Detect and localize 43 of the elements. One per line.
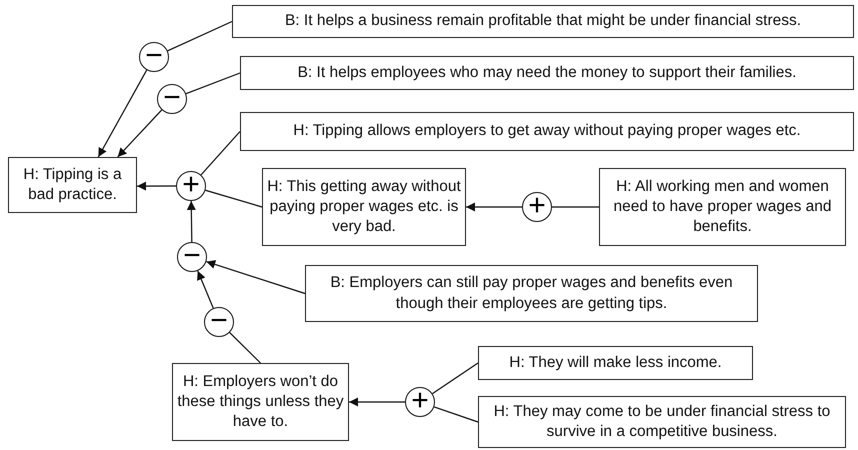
claim-text: H: Tipping allows employers to get away without paying proper wages etc.: [293, 121, 801, 142]
arrow: [466, 202, 522, 212]
arrow: [349, 398, 405, 406]
claim-text: H: This getting away without paying proper wages etc. is very bad.: [267, 176, 461, 238]
claim-box: [240, 56, 854, 90]
sign-symbol: +: [528, 190, 546, 220]
connector-line: [167, 20, 232, 52]
arrow: [98, 70, 148, 158]
connector-line: [200, 131, 240, 176]
arrow: [117, 110, 162, 158]
connector-line: [205, 190, 262, 208]
claim-box: [478, 346, 753, 380]
claim-text: B: It helps a business remain profitable that might be under financial stress.: [284, 11, 802, 32]
claim-box: [305, 265, 758, 322]
connector-line: [186, 72, 240, 94]
claim-box: [478, 396, 846, 448]
claim-text: H: Employers won’t do these things unless they have to.: [177, 372, 344, 432]
claim-box: [172, 363, 349, 441]
sign-symbol: −: [210, 306, 228, 336]
claim-text: H: All working men and women need to have proper wages and benefits.: [612, 176, 833, 238]
claim-text: H: Tipping is a bad practice.: [22, 164, 123, 205]
connector-line: [434, 406, 478, 423]
arrow: [197, 270, 214, 308]
sign-symbol: −: [183, 240, 201, 270]
arrow: [206, 260, 306, 294]
claim-box: [8, 157, 137, 213]
sign-symbol: −: [145, 40, 163, 70]
claim-box: [262, 168, 466, 246]
claim-text: B: Employers can still pay proper wages and benefits even though their employees are getting tips.: [329, 273, 734, 314]
sign-symbol: +: [182, 170, 200, 200]
arrow: [186, 201, 196, 242]
claim-text: B: It helps employees who may need the money to support their families.: [298, 62, 796, 83]
claim-box: [240, 112, 854, 151]
connector-line: [552, 206, 599, 208]
sign-symbol: −: [163, 82, 181, 112]
claim-text: H: They will make less income.: [509, 352, 722, 373]
arrow: [137, 182, 176, 191]
sign-symbol: +: [411, 386, 429, 416]
claim-box: [599, 168, 846, 246]
claim-text: H: They may come to be under financial stress to survive in a competitive business.: [492, 402, 832, 442]
claim-box: [232, 5, 854, 38]
connector-line: [432, 362, 478, 394]
connector-line: [229, 332, 261, 364]
